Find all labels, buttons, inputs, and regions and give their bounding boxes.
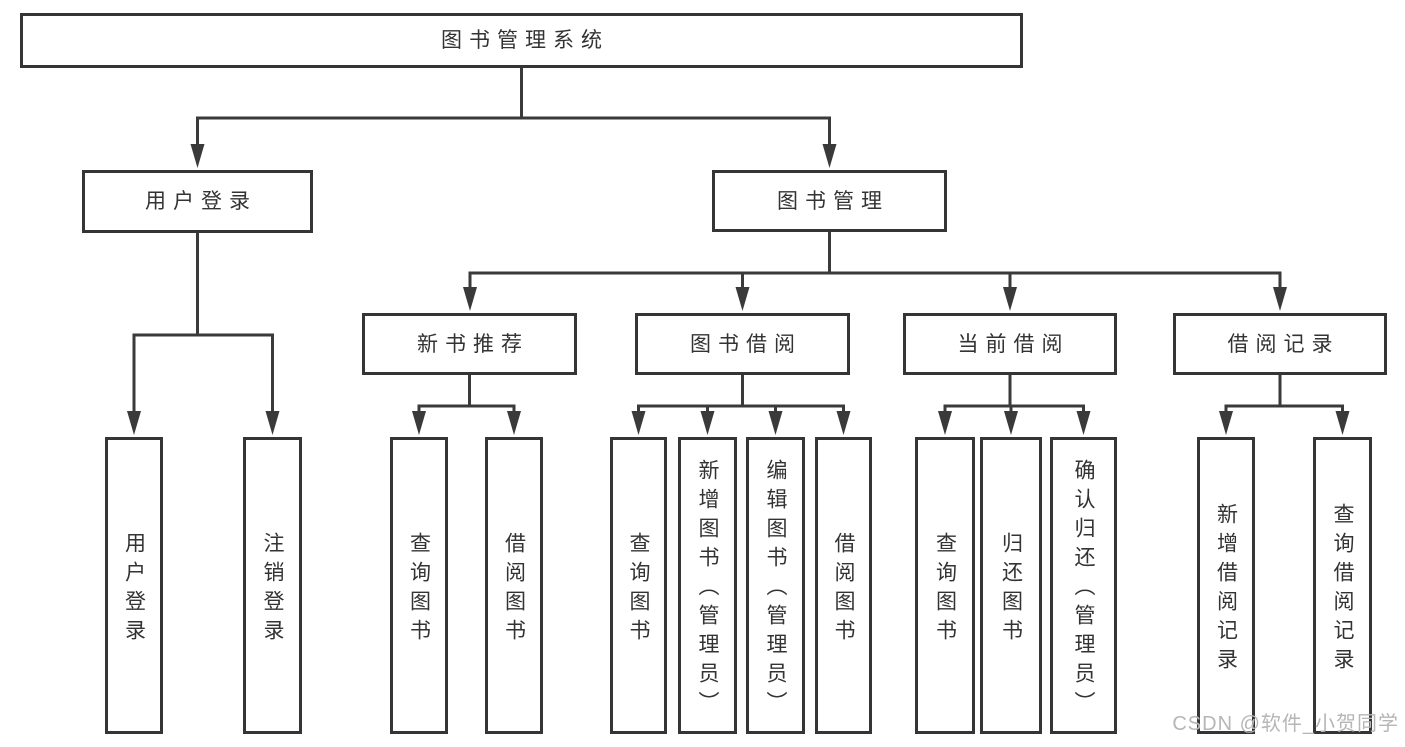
arrow-down-icon — [735, 287, 750, 311]
node-new-book-recommendation: 新书推荐 — [362, 313, 577, 375]
node-label: 新书推荐 — [417, 332, 529, 356]
connector-new-book-split — [412, 371, 521, 435]
arrow-down-icon — [1076, 411, 1091, 435]
node-label: 新增图书（管理员） — [696, 459, 719, 720]
node-label: 借阅记录 — [1227, 332, 1340, 356]
node-label: 归还图书 — [999, 531, 1023, 648]
arrow-down-icon — [700, 411, 715, 435]
arrow-down-icon — [1003, 287, 1017, 311]
node-label: 借阅图书 — [832, 531, 855, 648]
arrow-down-icon — [822, 144, 837, 168]
arrow-down-icon — [463, 287, 477, 311]
arrow-down-icon — [412, 411, 426, 435]
node-user-login: 用户登录 — [82, 170, 313, 233]
leaf-query-borrow-record: 查询借阅记录 — [1313, 437, 1372, 734]
leaf-return-books: 归还图书 — [980, 437, 1042, 734]
node-label: 用户登录 — [145, 190, 257, 213]
leaf-borrow-books: 借阅图书 — [815, 437, 872, 734]
node-label: 查询图书 — [933, 531, 957, 648]
node-label: 查询借阅记录 — [1331, 502, 1354, 677]
node-label: 注销登录 — [261, 531, 284, 648]
leaf-logout: 注销登录 — [243, 437, 302, 734]
arrow-down-icon — [265, 411, 280, 435]
node-label: 新增借阅记录 — [1214, 502, 1238, 677]
leaf-query-books-current: 查询图书 — [915, 437, 975, 734]
node-label: 查询图书 — [407, 531, 431, 648]
node-label: 图书借阅 — [690, 332, 802, 356]
node-label: 图书管理 — [777, 189, 889, 213]
connector-root-split — [190, 64, 837, 168]
node-current-borrowing: 当前借阅 — [903, 313, 1117, 375]
node-label: 编辑图书（管理员） — [764, 459, 787, 720]
leaf-user-login: 用户登录 — [105, 437, 163, 734]
node-book-borrowing: 图书借阅 — [635, 313, 850, 375]
csdn-watermark: CSDN @软件_小贺同学 — [1172, 713, 1399, 735]
node-label: 查询图书 — [627, 531, 650, 648]
arrow-down-icon — [1219, 411, 1233, 435]
arrow-down-icon — [631, 411, 646, 435]
leaf-add-books-admin: 新增图书（管理员） — [678, 437, 737, 734]
arrow-down-icon — [938, 411, 952, 435]
arrow-down-icon — [1335, 411, 1350, 435]
arrow-down-icon — [836, 411, 851, 435]
arrow-down-icon — [190, 144, 205, 168]
node-borrowing-records: 借阅记录 — [1173, 313, 1387, 375]
arrow-down-icon — [1273, 287, 1287, 311]
arrow-down-icon — [768, 411, 783, 435]
leaf-borrow-books-recommend: 借阅图书 — [485, 437, 543, 734]
connector-book-borrow-split — [631, 371, 851, 435]
arrow-down-icon — [1004, 411, 1018, 435]
node-label: 图书管理系统 — [441, 29, 609, 52]
connector-book-management-split — [463, 228, 1287, 311]
leaf-confirm-return-admin: 确认归还（管理员） — [1050, 437, 1117, 734]
node-label: 确认归还（管理员） — [1072, 459, 1095, 720]
leaf-query-books-recommend: 查询图书 — [390, 437, 448, 734]
node-label: 用户登录 — [122, 531, 146, 648]
arrow-down-icon — [127, 411, 141, 435]
node-label: 当前借阅 — [957, 332, 1070, 356]
leaf-edit-books-admin: 编辑图书（管理员） — [746, 437, 805, 734]
connector-user-login-split — [127, 229, 280, 435]
connector-borrow-records-split — [1219, 371, 1350, 435]
leaf-query-books-borrow: 查询图书 — [610, 437, 667, 734]
connector-current-borrow-split — [938, 371, 1091, 435]
arrow-down-icon — [507, 411, 521, 435]
node-library-management-system: 图书管理系统 — [20, 13, 1023, 68]
leaf-add-borrow-record: 新增借阅记录 — [1197, 437, 1255, 734]
node-label: 借阅图书 — [502, 531, 526, 648]
node-book-management: 图书管理 — [712, 170, 947, 232]
